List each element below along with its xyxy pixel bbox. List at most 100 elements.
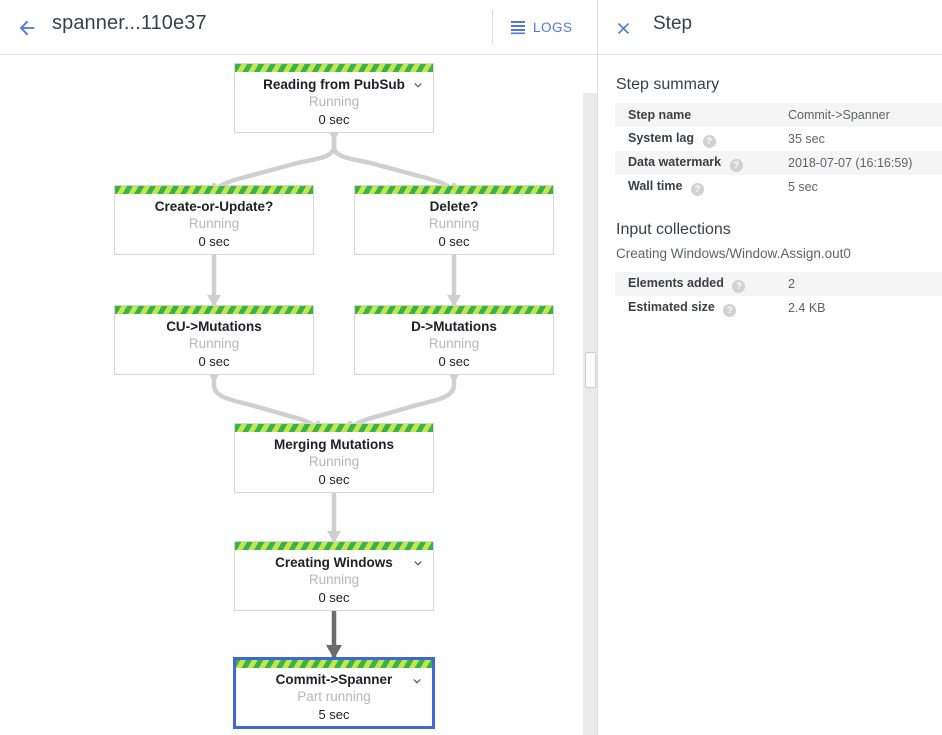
- node-status: Running: [308, 572, 360, 587]
- row-label-cell: Wall time ?: [615, 175, 787, 199]
- row-label: System lag: [628, 130, 695, 145]
- node-status: Running: [428, 336, 480, 351]
- graph-scrollbar-track[interactable]: [583, 93, 597, 735]
- node-title: Reading from PubSub: [263, 77, 405, 92]
- chevron-down-icon[interactable]: [410, 674, 424, 688]
- help-icon[interactable]: ?: [690, 182, 704, 196]
- node-status-stripe: [236, 660, 432, 668]
- page-title: spanner...110e37: [52, 12, 207, 34]
- header-divider: [492, 10, 493, 44]
- node-status-stripe: [235, 542, 433, 550]
- node-body: Delete? Running 0 sec: [355, 194, 553, 254]
- node-time: 0 sec: [198, 354, 230, 369]
- node-body: CU->Mutations Running 0 sec: [115, 314, 313, 374]
- node-status-stripe: [115, 186, 313, 194]
- input-collection-name: Creating Windows/Window.Assign.out0: [616, 246, 851, 261]
- node-time: 0 sec: [318, 112, 350, 127]
- row-label: Wall time: [628, 178, 683, 193]
- node-title: Create-or-Update?: [154, 199, 274, 214]
- close-button[interactable]: [607, 12, 639, 44]
- row-value: 5 sec: [788, 180, 818, 194]
- logs-button[interactable]: LOGS: [510, 13, 573, 41]
- chevron-down-icon[interactable]: [411, 556, 425, 570]
- node-body: Reading from PubSub Running 0 sec: [235, 72, 433, 132]
- graph-canvas[interactable]: Reading from PubSub Running 0 sec Create…: [0, 55, 597, 735]
- graph-node-creating-windows[interactable]: Creating Windows Running 0 sec: [234, 541, 434, 611]
- node-time: 0 sec: [438, 354, 470, 369]
- graph-node-commit-spanner[interactable]: Commit->Spanner Part running 5 sec: [233, 657, 435, 729]
- node-title: Delete?: [429, 199, 479, 214]
- node-time: 0 sec: [438, 234, 470, 249]
- step-panel-header: Step: [598, 0, 942, 55]
- row-value: 2018-07-07 (16:16:59): [788, 156, 913, 170]
- node-time: 0 sec: [318, 472, 350, 487]
- node-status-stripe: [355, 306, 553, 314]
- input-collections-heading: Input collections: [616, 221, 731, 238]
- table-row: Data watermark ? 2018-07-07 (16:16:59): [615, 151, 942, 175]
- graph-edges: [207, 129, 461, 659]
- graph-node-cu-mutations[interactable]: CU->Mutations Running 0 sec: [114, 305, 314, 375]
- close-icon: [617, 22, 629, 34]
- graph-node-merging-mutations[interactable]: Merging Mutations Running 0 sec: [234, 423, 434, 493]
- graph-node-d-mutations[interactable]: D->Mutations Running 0 sec: [354, 305, 554, 375]
- graph-scrollbar-thumb[interactable]: [585, 352, 596, 388]
- help-icon[interactable]: ?: [729, 158, 743, 172]
- graph-node-create-or-update[interactable]: Create-or-Update? Running 0 sec: [114, 185, 314, 255]
- table-row: Estimated size ? 2.4 KB: [615, 296, 942, 320]
- node-title: Merging Mutations: [274, 437, 394, 452]
- help-icon[interactable]: ?: [732, 279, 746, 293]
- help-icon[interactable]: ?: [702, 134, 716, 148]
- chevron-down-icon[interactable]: [411, 78, 425, 92]
- table-row: Wall time ? 5 sec: [615, 175, 942, 199]
- node-status-stripe: [115, 306, 313, 314]
- arrow-left-icon: [19, 20, 35, 36]
- node-status: Running: [188, 336, 240, 351]
- logs-label: LOGS: [533, 19, 573, 35]
- step-summary-heading: Step summary: [616, 76, 720, 93]
- node-body: Create-or-Update? Running 0 sec: [115, 194, 313, 254]
- node-status-stripe: [235, 424, 433, 432]
- node-body: D->Mutations Running 0 sec: [355, 314, 553, 374]
- row-label: Estimated size: [628, 299, 715, 314]
- node-status-stripe: [235, 64, 433, 72]
- node-time: 5 sec: [318, 707, 350, 722]
- node-title: Commit->Spanner: [275, 672, 393, 687]
- step-summary-table: Step name Commit->Spanner System lag ? 3…: [615, 103, 942, 199]
- pane-divider: [597, 0, 598, 735]
- back-button[interactable]: [10, 11, 44, 45]
- job-graph-pane: spanner...110e37 LOGS: [0, 0, 597, 735]
- node-body: Merging Mutations Running 0 sec: [235, 432, 433, 492]
- row-label-cell: Estimated size ?: [615, 296, 787, 320]
- table-row: Step name Commit->Spanner: [615, 103, 942, 127]
- table-row: System lag ? 35 sec: [615, 127, 942, 151]
- row-label-cell: Elements added ?: [615, 272, 787, 296]
- step-panel-title: Step: [653, 13, 693, 34]
- node-status: Running: [428, 216, 480, 231]
- node-body: Creating Windows Running 0 sec: [235, 550, 433, 610]
- row-value: 2: [788, 277, 795, 291]
- help-icon[interactable]: ?: [723, 303, 737, 317]
- node-title: CU->Mutations: [166, 319, 262, 334]
- row-value: 2.4 KB: [788, 301, 826, 315]
- step-details-pane: Step Step summary Step name Commit->Span…: [598, 0, 942, 735]
- row-value: Commit->Spanner: [788, 108, 890, 122]
- graph-node-delete[interactable]: Delete? Running 0 sec: [354, 185, 554, 255]
- graph-node-reading-from-pubsub[interactable]: Reading from PubSub Running 0 sec: [234, 63, 434, 133]
- row-label: Step name: [628, 108, 692, 122]
- node-title: Creating Windows: [275, 555, 393, 570]
- row-label-cell: Data watermark ?: [615, 151, 787, 175]
- node-status: Running: [188, 216, 240, 231]
- logs-list-icon: [511, 21, 525, 35]
- job-header-bar: spanner...110e37 LOGS: [0, 0, 597, 55]
- row-label-cell: Step name: [615, 103, 787, 127]
- node-title: D->Mutations: [411, 319, 497, 334]
- node-status-stripe: [355, 186, 553, 194]
- node-status: Running: [308, 454, 360, 469]
- node-status: Running: [308, 94, 360, 109]
- node-time: 0 sec: [198, 234, 230, 249]
- row-value: 35 sec: [788, 132, 825, 146]
- table-row: Elements added ? 2: [615, 272, 942, 296]
- node-body: Commit->Spanner Part running 5 sec: [236, 668, 432, 726]
- node-time: 0 sec: [318, 590, 350, 605]
